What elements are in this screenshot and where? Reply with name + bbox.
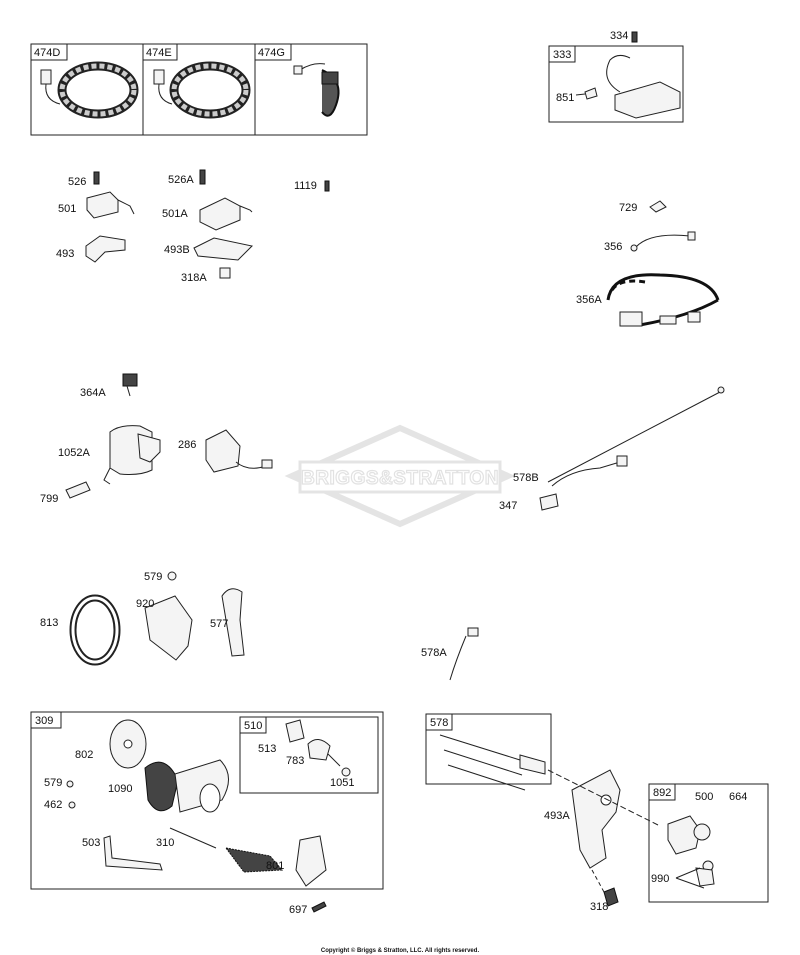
label-462[interactable]: 462 [44, 799, 62, 811]
label-501A[interactable]: 501A [162, 208, 188, 220]
label-474G[interactable]: 474G [258, 47, 285, 59]
label-799[interactable]: 799 [40, 493, 58, 505]
label-364A[interactable]: 364A [80, 387, 106, 399]
label-333[interactable]: 333 [553, 49, 571, 61]
wiring-group: 729 356 356A [576, 200, 720, 327]
label-579-upper[interactable]: 579 [144, 571, 162, 583]
label-1090[interactable]: 1090 [108, 783, 132, 795]
starter-motor-group: 309 510 802 579 462 1090 513 783 1051 50… [30, 711, 384, 890]
stator-group: 474D 474E 474G [30, 43, 368, 136]
label-309[interactable]: 309 [35, 715, 53, 727]
switch-group-frame [648, 783, 769, 903]
label-664[interactable]: 664 [729, 791, 747, 803]
label-310[interactable]: 310 [156, 837, 174, 849]
label-729[interactable]: 729 [619, 202, 637, 214]
stator-474G [293, 63, 340, 117]
ignition-switch-group: 892 500 664 990 [648, 783, 769, 903]
label-526A[interactable]: 526A [168, 174, 194, 186]
label-318[interactable]: 318 [590, 901, 608, 913]
stator-474E [153, 61, 251, 119]
screw-697: 697 [289, 901, 327, 916]
label-802[interactable]: 802 [75, 749, 93, 761]
label-493B[interactable]: 493B [164, 244, 190, 256]
cable-group-frame [425, 713, 552, 785]
label-493[interactable]: 493 [56, 248, 74, 260]
label-697[interactable]: 697 [289, 904, 307, 916]
watermark-text: BRIGGS&STRATTON [301, 468, 499, 489]
coil-group-frame [548, 45, 684, 123]
label-526[interactable]: 526 [68, 176, 86, 188]
label-1052A[interactable]: 1052A [58, 447, 90, 459]
ignition-coil-group: 333 334 851 [548, 30, 684, 123]
label-801[interactable]: 801 [266, 860, 284, 872]
label-474E[interactable]: 474E [146, 47, 172, 59]
stator-group-frame [30, 43, 368, 136]
brand-watermark: BRIGGS&STRATTON [284, 424, 516, 528]
label-503[interactable]: 503 [82, 837, 100, 849]
label-356A[interactable]: 356A [576, 294, 602, 306]
label-334[interactable]: 334 [610, 30, 628, 42]
label-501[interactable]: 501 [58, 203, 76, 215]
label-500[interactable]: 500 [695, 791, 713, 803]
label-318A[interactable]: 318A [181, 272, 207, 284]
label-783[interactable]: 783 [286, 755, 304, 767]
label-286[interactable]: 286 [178, 439, 196, 451]
label-577[interactable]: 577 [210, 618, 228, 630]
label-513[interactable]: 513 [258, 743, 276, 755]
cable-578A: 578A [421, 627, 479, 681]
solenoid-group: 364A 1052A 286 799 [40, 373, 273, 505]
label-990[interactable]: 990 [651, 873, 669, 885]
label-813[interactable]: 813 [40, 617, 58, 629]
label-851[interactable]: 851 [556, 92, 574, 104]
middle-parts-group: 579 920 813 577 [40, 571, 245, 666]
cable-bracket-group: 578 493A 318 [425, 713, 661, 913]
label-892[interactable]: 892 [653, 787, 671, 799]
starter-group-frame [30, 711, 384, 890]
label-356[interactable]: 356 [604, 241, 622, 253]
stator-474D [40, 61, 139, 119]
label-1119[interactable]: 1119 [294, 180, 317, 192]
label-578A[interactable]: 578A [421, 647, 447, 659]
label-578[interactable]: 578 [430, 717, 448, 729]
copyright-notice: Copyright © Briggs & Stratton, LLC. All … [321, 947, 480, 954]
label-920[interactable]: 920 [136, 598, 154, 610]
drive-kit-frame [239, 716, 379, 794]
label-474D[interactable]: 474D [34, 47, 60, 59]
label-347[interactable]: 347 [499, 500, 517, 512]
label-579-lower[interactable]: 579 [44, 777, 62, 789]
label-1051[interactable]: 1051 [330, 777, 354, 789]
harness-group: 578B 347 [499, 386, 725, 512]
regulator-group: 526 526A 1119 501 501A 493 493B 318A [56, 169, 330, 284]
label-578B[interactable]: 578B [513, 472, 539, 484]
label-493A[interactable]: 493A [544, 810, 570, 822]
label-510[interactable]: 510 [244, 720, 262, 732]
